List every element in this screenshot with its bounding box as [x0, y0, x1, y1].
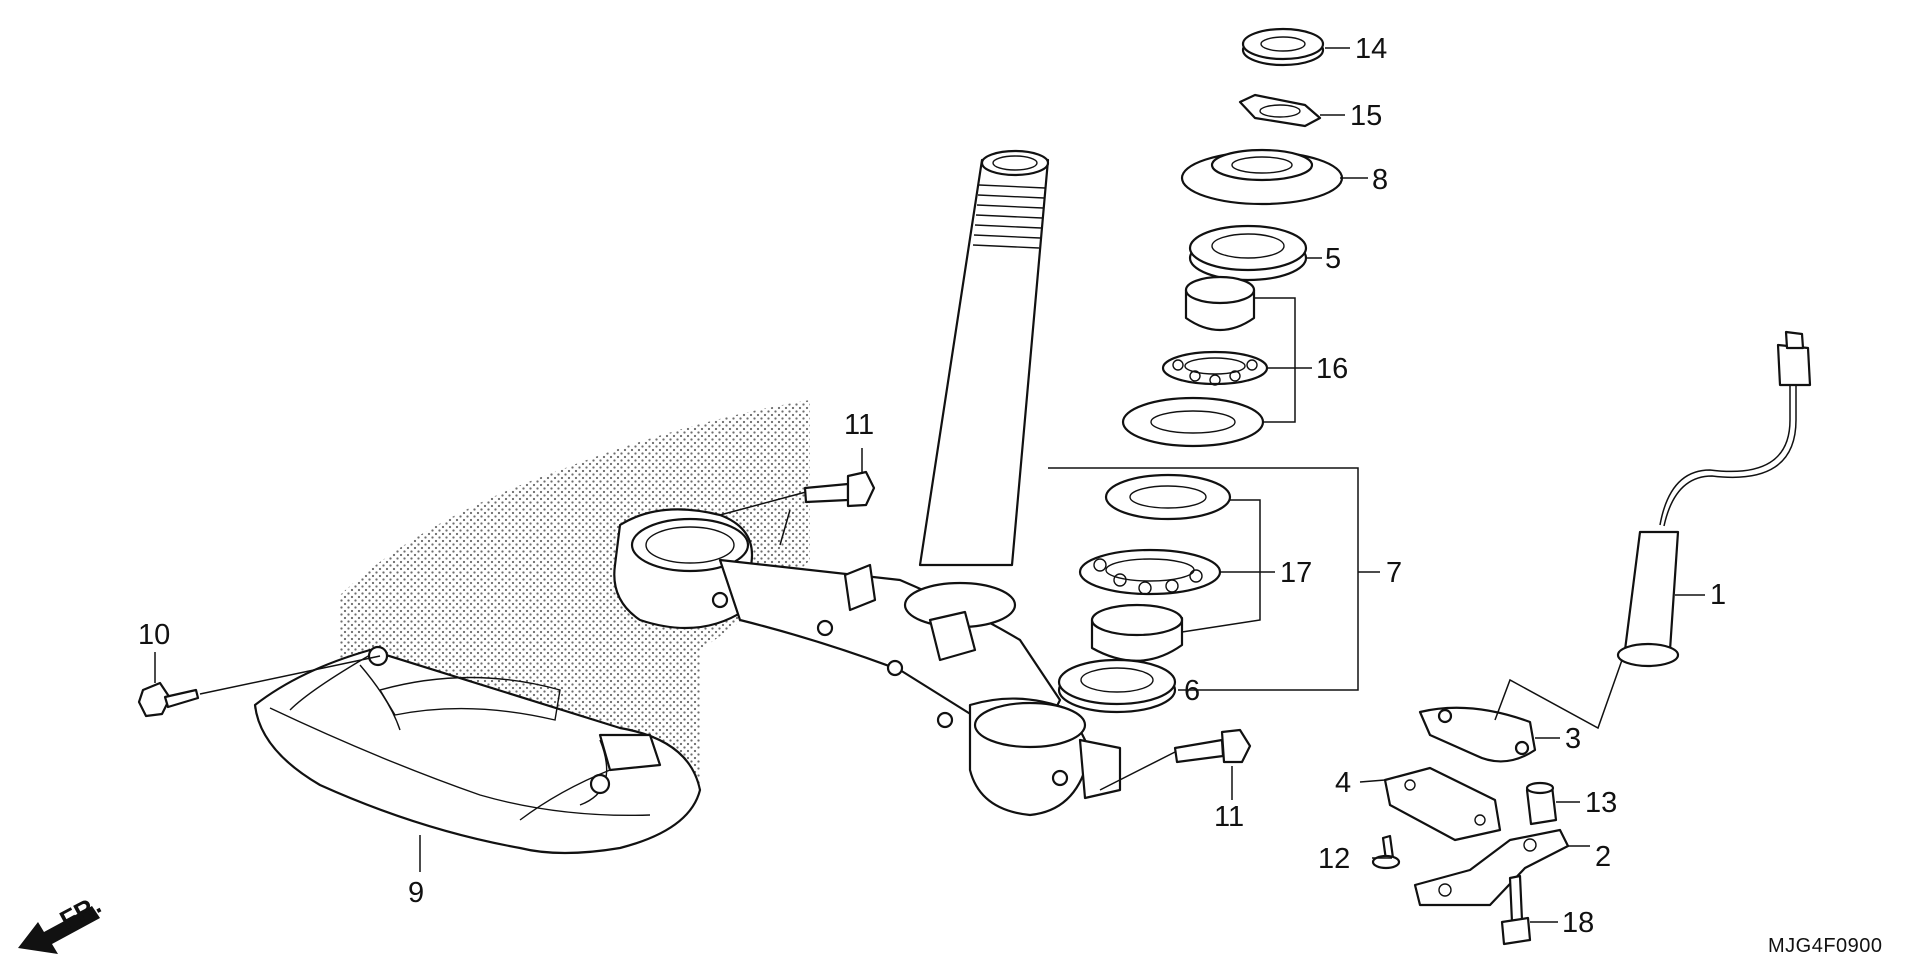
callout-7: 7 — [1386, 557, 1402, 589]
under-cover-plate — [253, 645, 702, 855]
bearing-16-race-bottom — [1121, 396, 1265, 448]
callout-11-bottom: 11 — [1214, 801, 1244, 833]
bracket-3 — [1418, 706, 1537, 763]
callout-13: 13 — [1585, 787, 1617, 819]
callout-15: 15 — [1350, 100, 1382, 132]
callout-12: 12 — [1318, 843, 1350, 875]
bolt-18 — [1500, 874, 1532, 946]
bearing-17-balls — [1078, 548, 1222, 596]
bearing-17-race-top — [1104, 473, 1232, 521]
bracket-2 — [1413, 828, 1570, 907]
callout-1: 1 — [1710, 579, 1726, 611]
dust-seal-5 — [1188, 224, 1308, 282]
callout-10: 10 — [138, 619, 170, 651]
front-direction-arrow — [18, 906, 100, 954]
leader-lines — [154, 47, 1705, 923]
bolt-11-top — [803, 470, 876, 508]
callout-9: 9 — [408, 877, 424, 909]
callout-11-top: 11 — [844, 409, 874, 441]
callout-4: 4 — [1335, 767, 1351, 799]
screw-12 — [1371, 834, 1401, 870]
callout-5: 5 — [1325, 243, 1341, 275]
callout-18: 18 — [1562, 907, 1594, 939]
callout-14: 14 — [1355, 33, 1387, 65]
bearing-16-balls — [1161, 350, 1269, 386]
callout-8: 8 — [1372, 164, 1388, 196]
callout-16: 16 — [1316, 353, 1348, 385]
dust-seal-6 — [1057, 658, 1177, 714]
sensor-1 — [1616, 330, 1812, 668]
bearing-17-race-bottom — [1090, 603, 1184, 662]
callout-2: 2 — [1595, 841, 1611, 873]
lock-nut-14 — [1241, 27, 1325, 67]
diagram-code: MJG4F0900 — [1768, 935, 1883, 957]
adjusting-nut-8 — [1180, 148, 1344, 206]
callout-6: 6 — [1184, 675, 1200, 707]
bolt-11-bottom — [1173, 728, 1252, 764]
callout-17: 17 — [1280, 557, 1312, 589]
lock-washer-15 — [1238, 93, 1322, 128]
bolt-10 — [137, 681, 200, 718]
bearing-16-race-top — [1184, 275, 1256, 331]
steering-stem-bridge — [613, 149, 1122, 817]
callout-3: 3 — [1565, 723, 1581, 755]
holder-4 — [1383, 766, 1502, 842]
collar-13 — [1525, 781, 1558, 826]
